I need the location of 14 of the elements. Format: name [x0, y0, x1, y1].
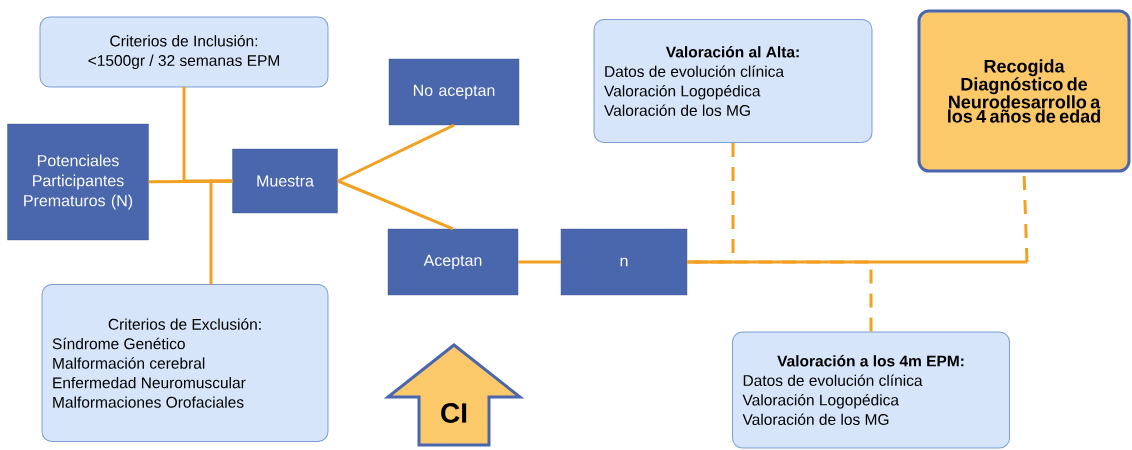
connector-line	[518, 260, 561, 264]
info-box: Valoración al Alta: Datos de evolución clínica Valoración Logopédica Valoración de los MG	[593, 19, 873, 143]
process-box: Muestra	[232, 148, 338, 214]
process-box: No aceptan	[388, 58, 520, 126]
info-box: Criterios de Inclusión: <1500gr / 32 semanas EPM	[39, 16, 329, 88]
connector-line	[209, 179, 233, 285]
process-box: n	[560, 228, 688, 296]
connector-line	[337, 179, 454, 231]
info-box: Valoración a los 4m EPM: Datos de evolución clínica Valoración Logopédica Valoración de los MG	[732, 331, 1010, 449]
process-box: Potenciales Participantes Prematuros (N)	[7, 123, 149, 241]
info-box: Criterios de Exclusión: Síndrome Genético Malformación cerebral Enfermedad Neuromuscular Malformaciones Orofaciales	[41, 284, 329, 442]
outcome-box: Recogida Diagnóstico de Neurodesarrollo a los 4 años de edad	[917, 9, 1131, 173]
connector-line	[337, 123, 455, 183]
process-box: Aceptan	[387, 228, 519, 296]
